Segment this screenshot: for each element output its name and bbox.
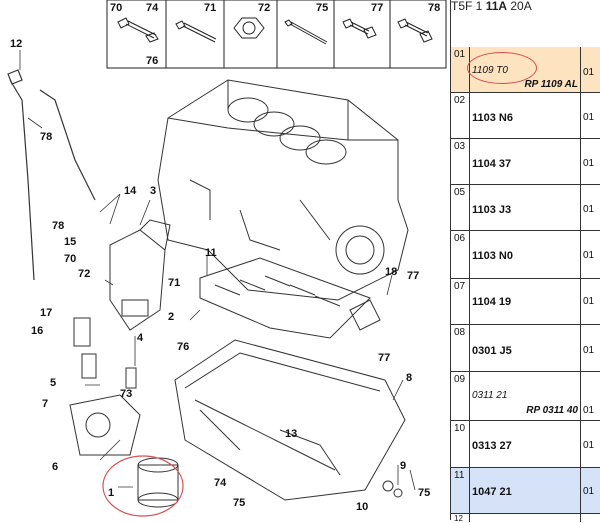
quantity: 01 bbox=[583, 345, 595, 356]
part-reference: 0311 21 bbox=[472, 390, 508, 401]
table-row[interactable]: 06 1103 N0 01 bbox=[451, 231, 600, 279]
small-parts bbox=[73, 299, 403, 498]
svg-text:71: 71 bbox=[204, 2, 216, 14]
oil-pan bbox=[174, 339, 406, 501]
hardware-strip bbox=[106, 0, 447, 69]
quantity: 01 bbox=[583, 486, 595, 497]
part-reference: 0313 27 bbox=[472, 440, 512, 452]
table-row[interactable]: 09 0311 21 RP 0311 40 01 bbox=[451, 372, 600, 421]
table-row[interactable]: 03 1104 37 01 bbox=[451, 139, 600, 185]
row-number: 09 bbox=[451, 372, 470, 420]
quantity: 01 bbox=[583, 112, 595, 123]
quantity: 01 bbox=[583, 250, 595, 261]
svg-text:13: 13 bbox=[285, 428, 297, 440]
svg-text:70: 70 bbox=[64, 253, 76, 265]
svg-text:78: 78 bbox=[52, 220, 64, 232]
svg-text:18: 18 bbox=[385, 266, 397, 278]
row-number: 05 bbox=[451, 185, 470, 230]
svg-text:5: 5 bbox=[50, 377, 56, 389]
svg-text:78: 78 bbox=[428, 2, 440, 14]
svg-text:72: 72 bbox=[78, 268, 90, 280]
svg-text:77: 77 bbox=[407, 270, 419, 282]
quantity: 01 bbox=[583, 405, 595, 416]
replacement-reference: RP 0311 40 bbox=[526, 405, 578, 416]
engine-block bbox=[157, 79, 409, 301]
svg-text:15: 15 bbox=[64, 236, 76, 248]
table-row[interactable]: 05 1103 J3 01 bbox=[451, 185, 600, 231]
part-reference: 1104 19 bbox=[472, 296, 512, 308]
table-row[interactable]: 08 0301 J5 01 bbox=[451, 325, 600, 372]
row-number: 03 bbox=[451, 139, 470, 184]
svg-text:70: 70 bbox=[110, 2, 122, 14]
row-number: 10 bbox=[451, 421, 470, 467]
svg-text:75: 75 bbox=[316, 2, 328, 14]
svg-text:11: 11 bbox=[205, 247, 217, 259]
svg-text:77: 77 bbox=[371, 2, 383, 14]
svg-text:9: 9 bbox=[400, 460, 406, 472]
svg-text:7: 7 bbox=[42, 398, 48, 410]
row-number: 12 bbox=[451, 514, 470, 523]
svg-text:4: 4 bbox=[137, 332, 144, 344]
quantity: 01 bbox=[583, 440, 595, 451]
svg-text:1: 1 bbox=[108, 487, 114, 499]
svg-text:73: 73 bbox=[120, 388, 132, 400]
hardware-labels: 70 74 76 71 72 75 77 78 bbox=[110, 2, 440, 67]
svg-text:2: 2 bbox=[168, 311, 174, 323]
svg-text:16: 16 bbox=[31, 325, 43, 337]
svg-text:77: 77 bbox=[378, 352, 390, 364]
svg-text:14: 14 bbox=[124, 185, 137, 197]
quantity: 01 bbox=[583, 67, 595, 78]
svg-text:75: 75 bbox=[233, 497, 245, 509]
oil-filter-housing bbox=[69, 219, 171, 456]
svg-text:3: 3 bbox=[150, 185, 156, 197]
svg-text:6: 6 bbox=[52, 461, 58, 473]
row-number: 02 bbox=[451, 93, 470, 138]
part-ref-circle bbox=[467, 52, 537, 84]
svg-text:71: 71 bbox=[168, 277, 180, 289]
filter-highlight-circle bbox=[102, 455, 184, 517]
svg-text:12: 12 bbox=[10, 38, 22, 50]
row-number: 07 bbox=[451, 279, 470, 324]
table-header: T5F 1 11A 20A bbox=[451, 0, 532, 12]
part-reference: 1047 21 bbox=[472, 486, 512, 498]
table-row[interactable]: 12 bbox=[451, 514, 600, 523]
svg-text:76: 76 bbox=[177, 341, 189, 353]
replacement-reference: RP 1109 AL bbox=[524, 79, 578, 90]
svg-text:17: 17 bbox=[40, 307, 52, 319]
svg-text:76: 76 bbox=[146, 55, 158, 67]
svg-text:78: 78 bbox=[40, 131, 52, 143]
quantity: 01 bbox=[583, 296, 595, 307]
table-row[interactable]: 10 0313 27 01 bbox=[451, 421, 600, 468]
row-number: 11 bbox=[451, 468, 470, 513]
svg-text:75: 75 bbox=[418, 487, 430, 499]
table-row[interactable]: 11 1047 21 01 bbox=[451, 468, 600, 514]
svg-text:10: 10 bbox=[356, 501, 368, 513]
quantity: 01 bbox=[583, 158, 595, 169]
svg-text:72: 72 bbox=[258, 2, 270, 14]
table-row[interactable]: 02 1103 N6 01 bbox=[451, 93, 600, 139]
part-reference: 0301 J5 bbox=[472, 345, 512, 357]
part-reference: 1103 N0 bbox=[472, 250, 513, 262]
part-reference: 1103 J3 bbox=[472, 204, 512, 216]
part-reference: 1104 37 bbox=[472, 158, 512, 170]
baffle-plate bbox=[199, 257, 371, 339]
part-reference: 1103 N6 bbox=[472, 112, 513, 124]
svg-text:8: 8 bbox=[406, 372, 412, 384]
row-number: 08 bbox=[451, 325, 470, 371]
leader-lines bbox=[19, 50, 416, 491]
table-row[interactable]: 07 1104 19 01 bbox=[451, 279, 600, 325]
dipstick bbox=[7, 69, 96, 281]
quantity: 01 bbox=[583, 204, 595, 215]
svg-text:74: 74 bbox=[214, 477, 227, 489]
row-number: 06 bbox=[451, 231, 470, 278]
svg-text:74: 74 bbox=[146, 2, 159, 14]
